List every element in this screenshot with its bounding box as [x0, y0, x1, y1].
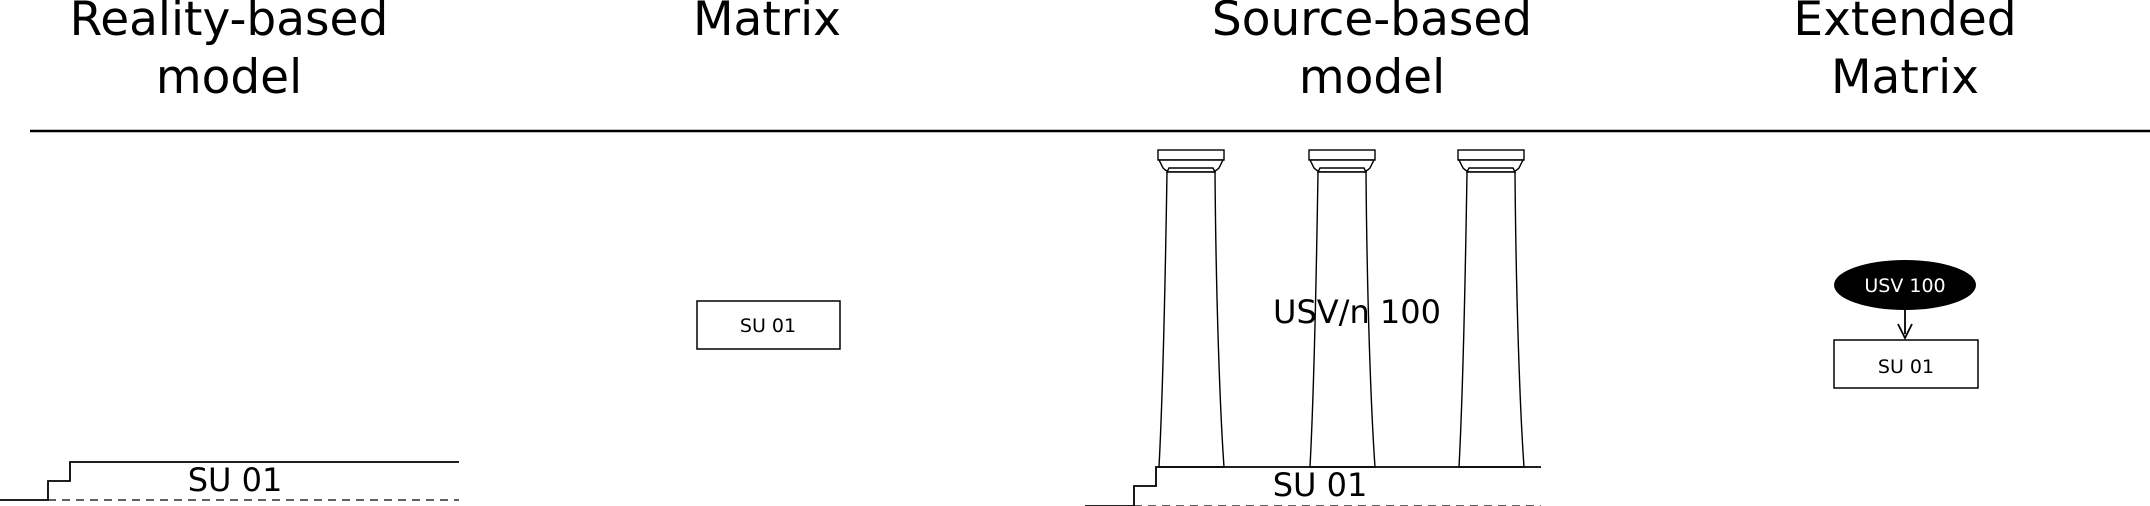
reality-model-title-line1: Reality-based: [70, 0, 389, 47]
extended-su-box: [1833, 339, 1979, 389]
extended-edge-arrowhead: [1897, 323, 1913, 341]
column-2: [1308, 149, 1376, 468]
matrix-su-box: [696, 300, 841, 350]
extended-su-label: SU 01: [1878, 356, 1934, 378]
column-3: [1457, 149, 1525, 468]
matrix-su-label: SU 01: [740, 315, 796, 337]
column-1: [1157, 149, 1225, 468]
source-su-layer: [1085, 466, 1541, 506]
source-model-title-line2: model: [1299, 50, 1445, 105]
reality-model-title-line2: model: [156, 50, 302, 105]
source-model-title-line1: Source-based: [1212, 0, 1532, 47]
source-usv-label: USV/n 100: [1273, 293, 1441, 331]
extended-usv-label: USV 100: [1864, 275, 1945, 297]
extended-usv-node: [1834, 260, 1976, 310]
matrix-title: Matrix: [693, 0, 841, 47]
reality-su-label: SU 01: [188, 461, 283, 499]
extended-matrix-title-line2: Matrix: [1831, 50, 1979, 105]
extended-matrix-title-line1: Extended: [1793, 0, 2016, 47]
source-su-label: SU 01: [1273, 466, 1368, 504]
reality-su-layer: [0, 461, 459, 501]
